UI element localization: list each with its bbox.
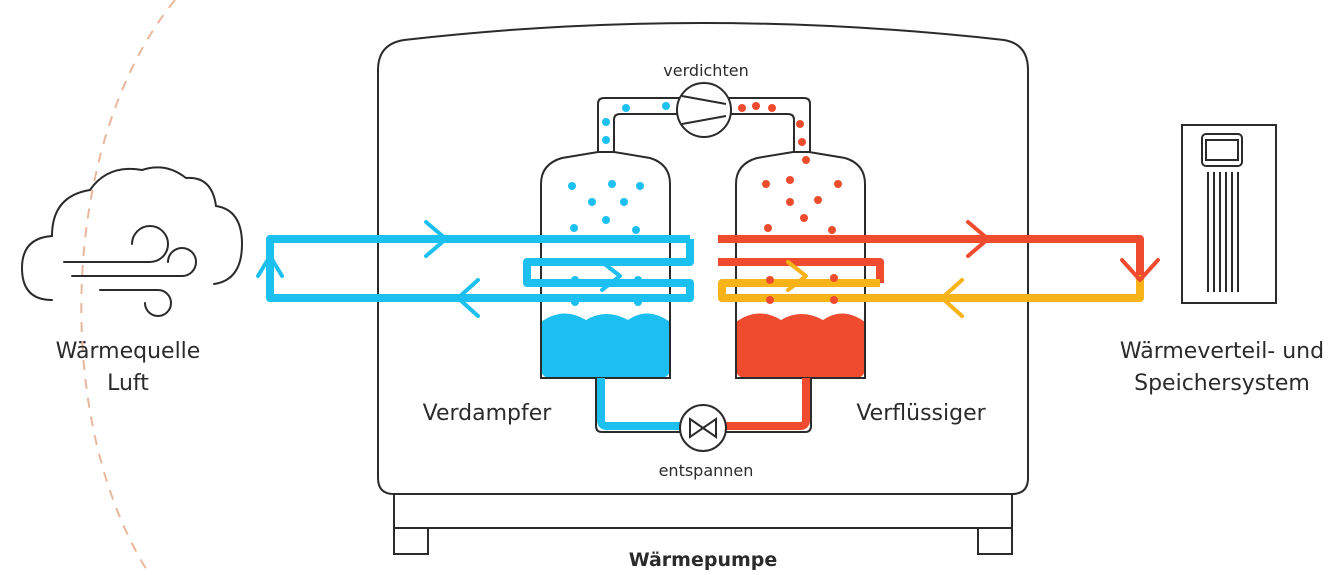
evaporator-liquid [541,313,670,378]
heat-source-label-line2: Luft [107,371,149,396]
condenser-label: Verflüssiger [856,401,986,426]
arrow-dist-left [940,278,964,318]
evaporator-bottom-pipe [597,378,680,430]
heat-pump-housing [377,22,1029,555]
compressor-icon [676,82,732,138]
arrow-source-up [256,254,284,278]
air-boundary-arc [80,0,176,575]
wind-cloud-icon [20,166,244,317]
arrow-source-left [456,278,480,318]
compress-label: verdichten [663,61,748,80]
bottom-pipe-outline [595,378,812,433]
source-loop-pipe [266,235,694,302]
storage-tank-icon [1181,124,1277,304]
heat-source-label-line1: Wärmequelle [56,339,201,364]
heat-pump-label: Wärmepumpe [629,549,778,571]
expand-label: entspannen [659,461,754,480]
distribution-label-line1: Wärmeverteil- und [1120,339,1324,364]
flow-arrows [256,220,1160,318]
hot-particles [738,102,842,304]
distribution-supply-pipe [718,235,1144,283]
arrow-dist-down [1120,258,1160,282]
expansion-valve-icon [679,404,727,452]
distribution-label-line2: Speichersystem [1134,371,1310,396]
arrow-source-right [424,220,448,258]
arrow-evap-right [600,260,622,292]
arrow-cond-right [786,260,808,292]
distribution-return-pipe [718,275,1144,302]
cold-particles [568,102,670,306]
condenser-liquid [736,313,865,378]
condenser-bottom-pipe [726,378,810,430]
evaporator-label: Verdampfer [423,401,553,426]
arrow-dist-right [966,220,990,258]
